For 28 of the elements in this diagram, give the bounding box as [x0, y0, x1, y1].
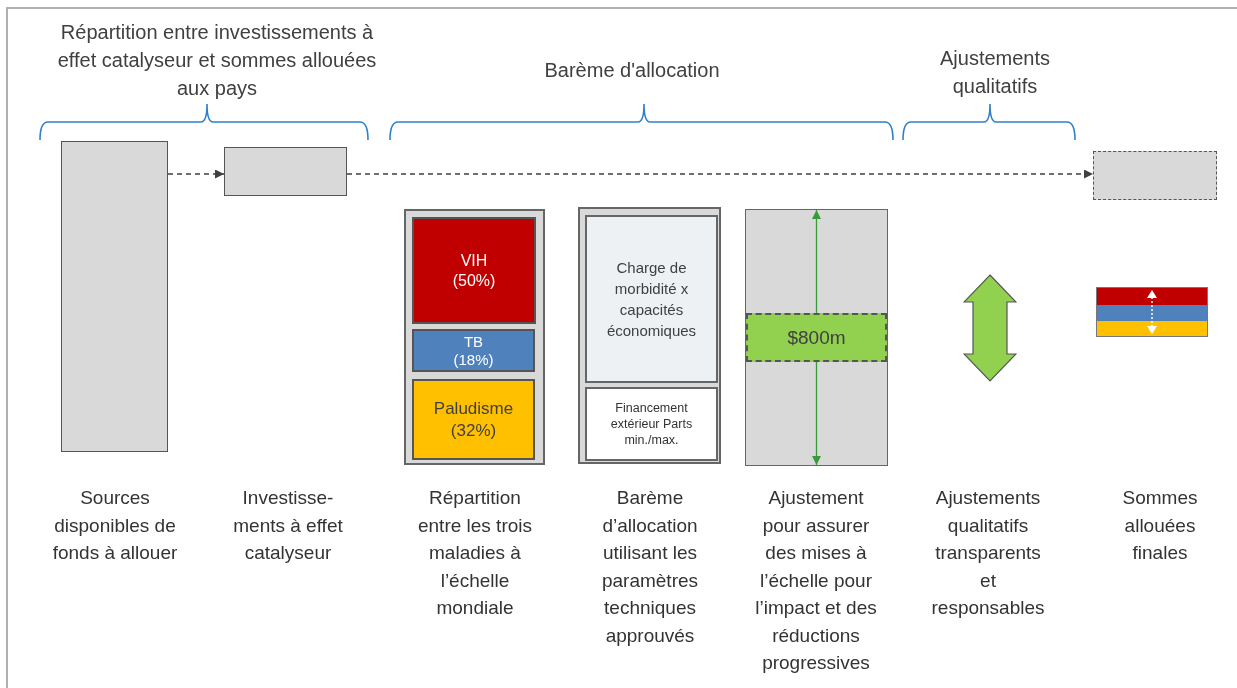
segment-box: Financement extérieur Parts min./max. [585, 387, 718, 461]
process-box [61, 141, 168, 452]
step-caption: Répartition entre les trois maladies à l’échelle mondiale [416, 486, 533, 621]
segment-box: VIH (50%) [412, 217, 536, 324]
group-heading: Ajustements qualitatifs [938, 46, 1052, 99]
process-box [404, 209, 545, 465]
step-caption: Sources disponibles de fonds à allouer [51, 486, 179, 566]
step-caption: Ajustement pour assurer des mises à l’échelle pour l’impact et des réductions progressives [754, 486, 878, 676]
process-box [1093, 151, 1217, 200]
step-caption: Investisse- ments à effet catalyseur [232, 486, 344, 566]
process-box [224, 147, 347, 196]
segment-box: Charge de morbidité x capacités économiques [585, 215, 718, 383]
stacked-bar [1096, 287, 1208, 337]
process-box [578, 207, 721, 464]
arrow [167, 169, 225, 179]
step-caption: Barème d’allocation utilisant les paramètres techniques approuvés [600, 486, 700, 648]
segment-box: Paludisme (32%) [412, 379, 535, 460]
segment-box: $800m [746, 313, 887, 362]
step-caption: Sommes allouées finales [1121, 486, 1199, 566]
range-arrow [812, 209, 821, 314]
group-heading: Répartition entre investissements à effet catalyseur et sommes allouées aux pays [56, 20, 378, 101]
process-box [745, 209, 888, 466]
group-heading: Barème d'allocation [543, 58, 721, 83]
segment-box: TB (18%) [412, 329, 535, 372]
double-arrow [963, 274, 1017, 382]
step-caption: Ajustements qualitatifs transparents et responsables [930, 486, 1046, 621]
arrow [346, 169, 1094, 179]
range-arrow [812, 361, 821, 466]
